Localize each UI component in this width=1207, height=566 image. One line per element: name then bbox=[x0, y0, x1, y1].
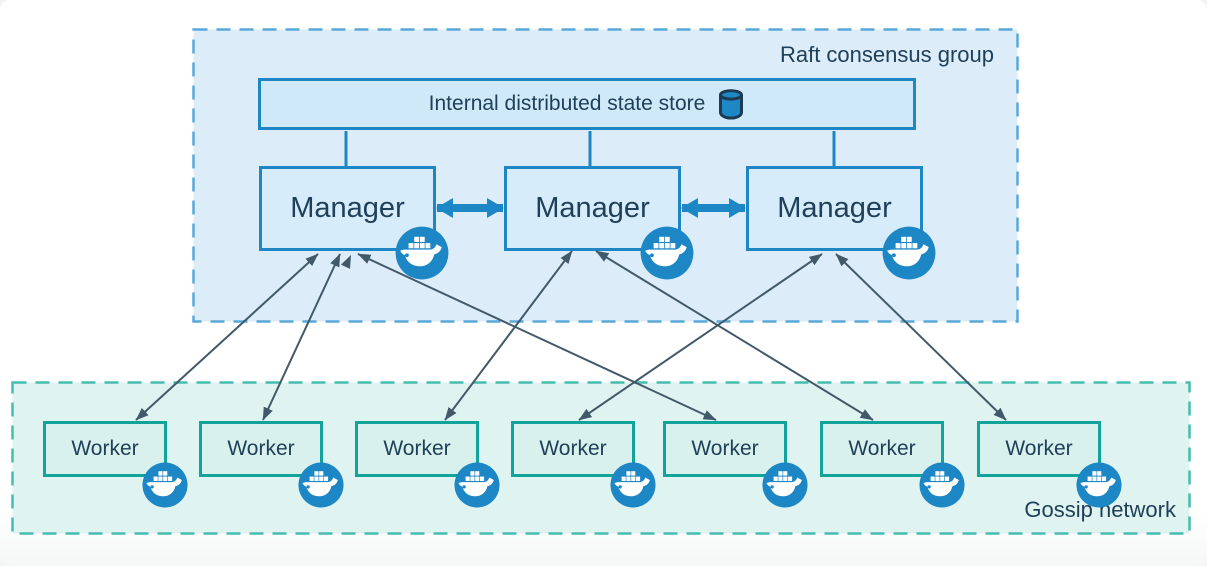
worker-label: Worker bbox=[539, 437, 607, 460]
worker-node-4: Worker bbox=[511, 421, 635, 477]
worker-node-7: Worker bbox=[977, 421, 1101, 477]
worker-label: Worker bbox=[71, 437, 139, 460]
manager-label: Manager bbox=[290, 192, 405, 224]
docker-whale-badge-worker-5 bbox=[762, 462, 808, 508]
docker-whale-badge-manager-1 bbox=[395, 226, 449, 280]
docker-whale-badge-worker-4 bbox=[610, 462, 656, 508]
worker-node-3: Worker bbox=[355, 421, 479, 477]
state-store-label: Internal distributed state store bbox=[428, 92, 706, 115]
docker-whale-badge-worker-1 bbox=[142, 462, 188, 508]
database-icon bbox=[719, 88, 744, 120]
worker-node-1: Worker bbox=[43, 421, 167, 477]
worker-node-2: Worker bbox=[199, 421, 323, 477]
raft-group-label: Raft consensus group bbox=[779, 42, 994, 67]
worker-label: Worker bbox=[383, 437, 451, 460]
docker-whale-badge-worker-2 bbox=[298, 462, 344, 508]
worker-label: Worker bbox=[691, 437, 759, 460]
worker-label: Worker bbox=[227, 437, 295, 460]
worker-label: Worker bbox=[848, 437, 916, 460]
worker-node-5: Worker bbox=[663, 421, 787, 477]
docker-whale-badge-worker-7 bbox=[1076, 462, 1122, 508]
docker-whale-badge-manager-2 bbox=[640, 226, 694, 280]
state-store-box: Internal distributed state store bbox=[258, 78, 916, 130]
manager-label: Manager bbox=[535, 192, 650, 224]
worker-node-6: Worker bbox=[820, 421, 944, 477]
docker-whale-badge-worker-3 bbox=[454, 462, 500, 508]
docker-whale-badge-manager-3 bbox=[882, 226, 936, 280]
manager-label: Manager bbox=[777, 192, 892, 224]
docker-whale-badge-worker-6 bbox=[919, 462, 965, 508]
worker-label: Worker bbox=[1005, 437, 1073, 460]
